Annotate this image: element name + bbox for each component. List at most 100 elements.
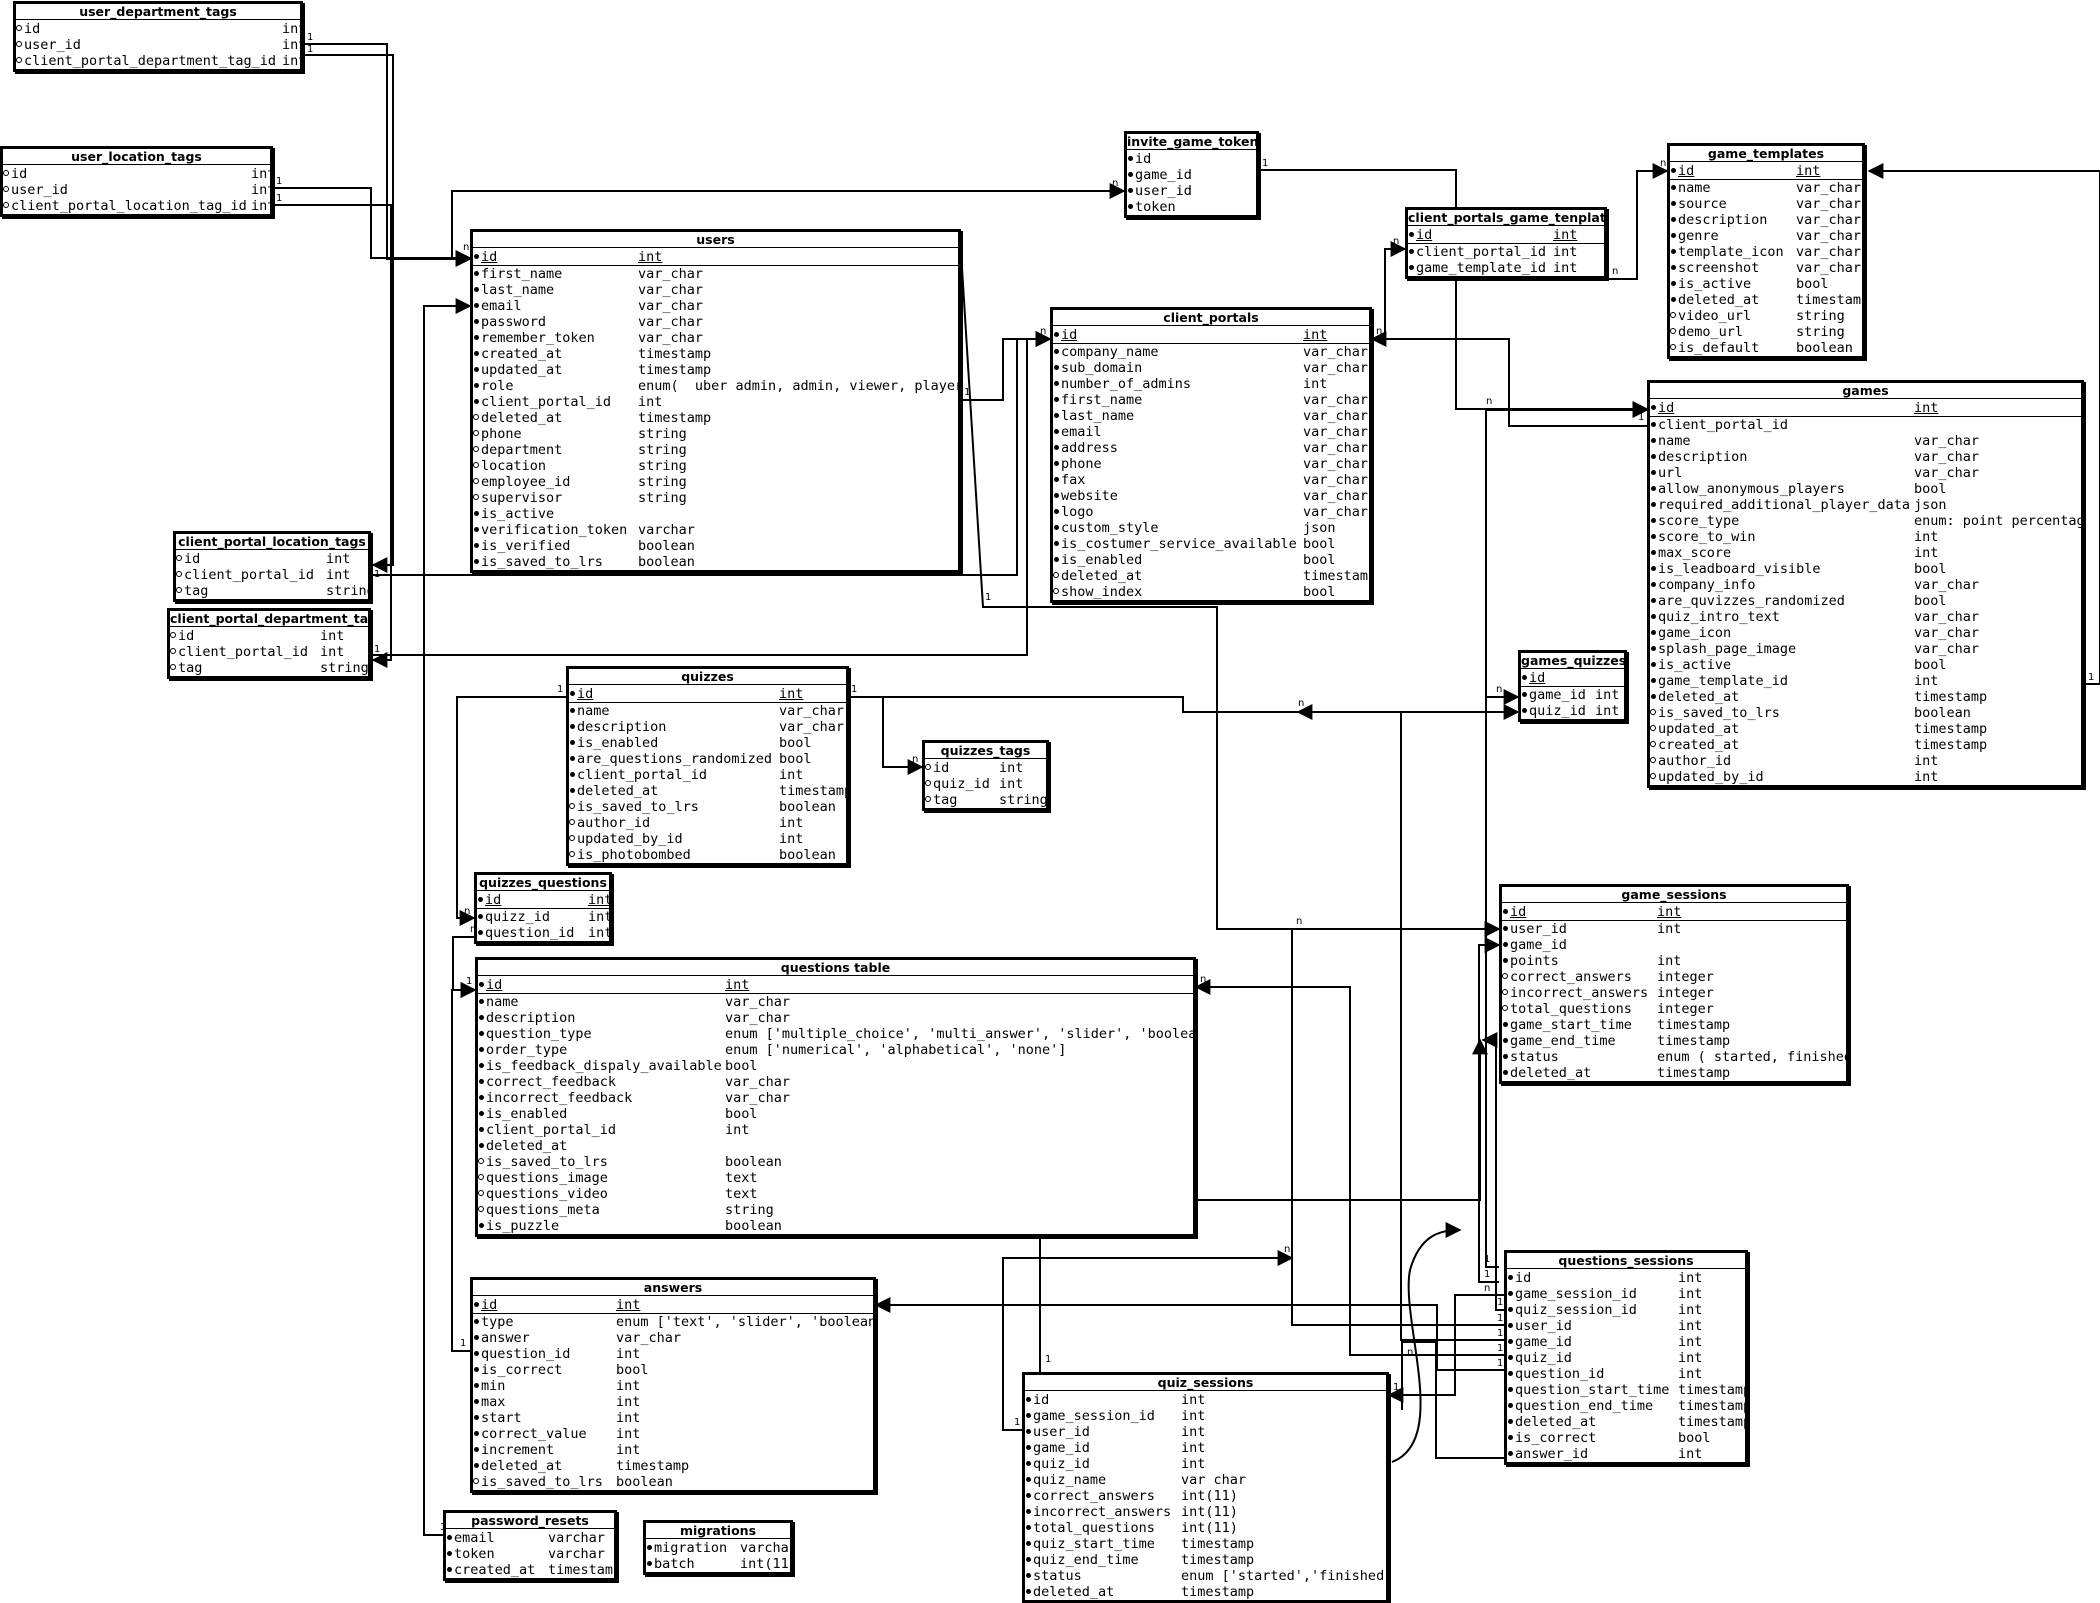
table-quizzes-questions: quizzes_questionsidintquizz_idintquestio… (474, 872, 612, 944)
cardinality-label: n (912, 754, 918, 765)
cardinality-label: n (1612, 266, 1618, 277)
required-marker-icon (1507, 1446, 1515, 1462)
field-name: points (1510, 953, 1559, 969)
required-marker-icon (1025, 1424, 1033, 1440)
field-type: int (638, 394, 663, 410)
field-type: boolean (638, 538, 695, 554)
required-marker-icon (1507, 1334, 1515, 1350)
field-type: int (1914, 545, 1939, 561)
required-marker-icon (1025, 1520, 1033, 1536)
cardinality-label: 1 (1497, 1313, 1503, 1324)
field-name: is_active (1678, 276, 1752, 292)
relation-line (1370, 331, 1647, 427)
optional-marker-icon (473, 410, 481, 426)
field-name: created_at (1658, 737, 1740, 753)
required-marker-icon (478, 1010, 486, 1026)
field-type: string (638, 426, 687, 442)
relation-line (849, 696, 924, 775)
cardinality-label: 1 (1262, 158, 1268, 169)
field-type: int (779, 815, 804, 831)
relation-line (273, 187, 472, 266)
field-name: is_saved_to_lrs (481, 554, 603, 570)
field-name: deleted_at (577, 783, 659, 799)
field-type: var_char (1303, 456, 1369, 472)
relation-line (1372, 241, 1407, 340)
field-row: game_id (1502, 937, 1846, 953)
field-name: is_enabled (1061, 552, 1143, 568)
field-type: int (1678, 1302, 1703, 1318)
field-name: first_name (481, 266, 563, 282)
required-marker-icon (1025, 1408, 1033, 1424)
required-marker-icon (1025, 1552, 1033, 1568)
field-name: name (1658, 433, 1691, 449)
required-marker-icon (1650, 689, 1658, 705)
optional-marker-icon (478, 1170, 486, 1186)
field-type: var_char (1303, 392, 1369, 408)
field-row: user_id (1127, 183, 1256, 199)
optional-marker-icon (473, 458, 481, 474)
field-type: int (1678, 1334, 1703, 1350)
cardinality-label: 1 (276, 176, 282, 187)
field-type: var_char (725, 1010, 791, 1026)
required-marker-icon (1502, 937, 1510, 953)
field-name: score_type (1658, 513, 1740, 529)
field-name: game_end_time (1510, 1033, 1616, 1049)
optional-marker-icon (1502, 1001, 1510, 1017)
field-name: client_portal_id (486, 1122, 617, 1138)
required-marker-icon (473, 378, 481, 394)
field-name: question_start_time (1515, 1382, 1670, 1398)
required-marker-icon (1507, 1414, 1515, 1430)
table-title: client_portals_game_tenplates (1408, 210, 1604, 226)
field-name: fax (1061, 472, 1086, 488)
field-name: is_leadboard_visible (1658, 561, 1821, 577)
required-marker-icon (473, 394, 481, 410)
field-name: is_enabled (577, 735, 659, 751)
optional-marker-icon (1650, 705, 1658, 721)
optional-marker-icon (176, 583, 184, 599)
field-type: int(11) (1181, 1488, 1238, 1504)
required-marker-icon (1053, 376, 1061, 392)
required-marker-icon (1521, 670, 1529, 686)
required-marker-icon (569, 719, 577, 735)
field-name: deleted_at (1678, 292, 1760, 308)
field-type: var_char (1303, 424, 1369, 440)
required-marker-icon (1025, 1440, 1033, 1456)
cardinality-label: n (1284, 1244, 1290, 1255)
field-name: required_additional_player_data (1658, 497, 1910, 513)
required-marker-icon (1670, 276, 1678, 292)
field-type: var_char (1914, 641, 1980, 657)
field-name: tag (178, 660, 203, 676)
field-row: id (1127, 151, 1256, 167)
field-name: id (1529, 670, 1546, 686)
cardinality-label: 1 (1497, 1297, 1503, 1308)
required-marker-icon (1507, 1366, 1515, 1382)
relation-line (874, 1297, 1504, 1371)
field-type: bool (779, 735, 812, 751)
field-type: timestamp (779, 783, 846, 799)
field-type: int (725, 977, 750, 993)
field-type: string (638, 458, 687, 474)
required-marker-icon (1650, 529, 1658, 545)
field-name: quiz_session_id (1515, 1302, 1637, 1318)
field-name: game_template_id (1416, 260, 1547, 276)
